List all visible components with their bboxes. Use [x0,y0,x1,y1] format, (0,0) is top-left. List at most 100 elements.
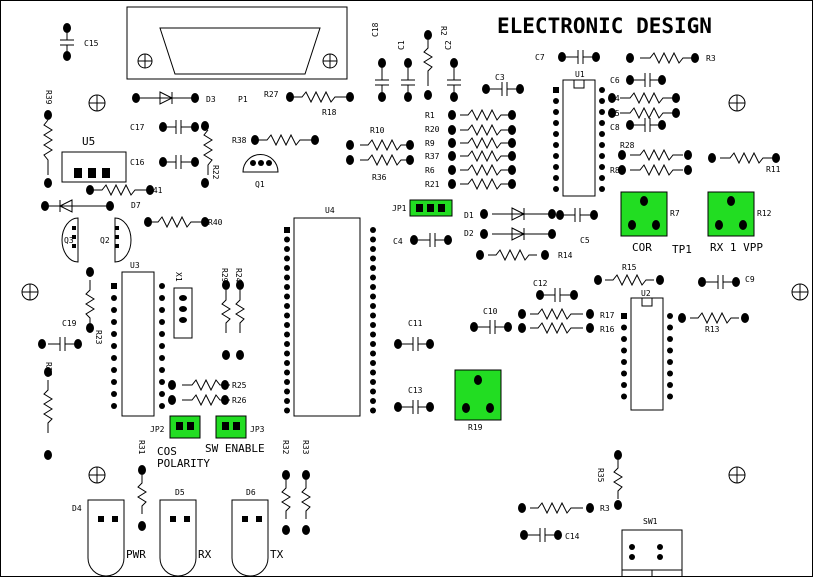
label-r17: R17 [600,311,615,320]
pad [115,235,119,239]
pad [548,229,556,239]
label-r9: R9 [425,139,435,148]
pad [106,201,114,211]
pad [242,516,248,522]
pad [346,92,354,102]
pad [614,500,622,510]
pad [590,210,598,220]
pad [741,313,749,323]
pad [621,370,627,377]
label-r20: R20 [425,125,440,134]
pad [678,313,686,323]
pad [284,331,290,338]
pad [159,367,165,373]
pad [111,307,117,313]
pad [698,277,706,287]
pad [732,277,740,287]
pad [86,185,94,195]
pad [594,275,602,285]
pad [599,153,605,159]
pad [444,235,452,245]
pad [370,303,376,309]
pad [629,554,635,560]
label-c1: C1 [397,40,406,50]
pad [159,283,165,289]
label-u2: U2 [641,289,651,298]
pad [282,525,290,535]
pad [44,110,52,120]
pad [404,92,412,102]
pad [266,160,272,166]
label-d1: D1 [464,211,474,220]
label-r40: R40 [208,218,223,227]
pad [599,109,605,115]
pad [658,75,666,85]
pad [599,87,605,93]
pad [448,138,456,148]
pad [684,165,692,175]
pad [284,246,290,252]
pad [621,359,627,365]
label-c11: C11 [408,319,423,328]
pad [159,295,165,301]
label-c18: C18 [371,22,380,37]
pad [508,151,516,161]
pad [284,360,290,366]
pad [86,267,94,277]
pad [684,150,692,160]
pad [102,168,110,178]
label-d2: D2 [464,229,474,238]
pad [44,367,52,377]
label-rx1vpp: RX 1 VPP [710,241,763,254]
pad [548,209,556,219]
pad [179,317,187,323]
pad [448,151,456,161]
pad [558,52,566,62]
label-c2: C2 [444,40,453,50]
pad [111,331,117,337]
pad [450,58,458,68]
label-r33: R33 [301,440,310,455]
pad [251,135,259,145]
label-r27: R27 [264,90,279,99]
pad [370,284,376,290]
pad [111,367,117,373]
label-c10: C10 [483,307,498,316]
pad [222,350,230,360]
pad [111,355,117,361]
label-r26: R26 [232,396,247,405]
pad [556,210,564,220]
pad [621,347,627,354]
pad [394,339,402,349]
pad [553,175,559,181]
label-r15: R15 [622,263,637,272]
pad [302,525,310,535]
pad [159,319,165,325]
pad [284,236,290,243]
pad [201,121,209,131]
pad [554,530,562,540]
pad [370,350,376,357]
pad [370,227,376,233]
label-c14: C14 [565,532,580,541]
label-polarity: POLARITY [157,457,210,470]
pad [667,382,673,388]
label-r8: R8 [610,166,620,175]
pad [284,398,290,404]
pad [74,339,82,349]
pad [63,51,71,61]
board-title: ELECTRONIC DESIGN [497,14,712,38]
label-sw1: SW1 [643,517,658,526]
pad [179,306,187,312]
label-r3-lower: R3 [600,504,610,513]
pad [691,53,699,63]
pad [599,131,605,137]
pad [236,350,244,360]
label-r23: R23 [94,330,103,345]
pad [258,160,264,166]
pad [284,341,290,347]
pad [448,179,456,189]
pad [394,402,402,412]
label-c12: C12 [533,279,548,288]
label-cos: COS [157,445,177,458]
